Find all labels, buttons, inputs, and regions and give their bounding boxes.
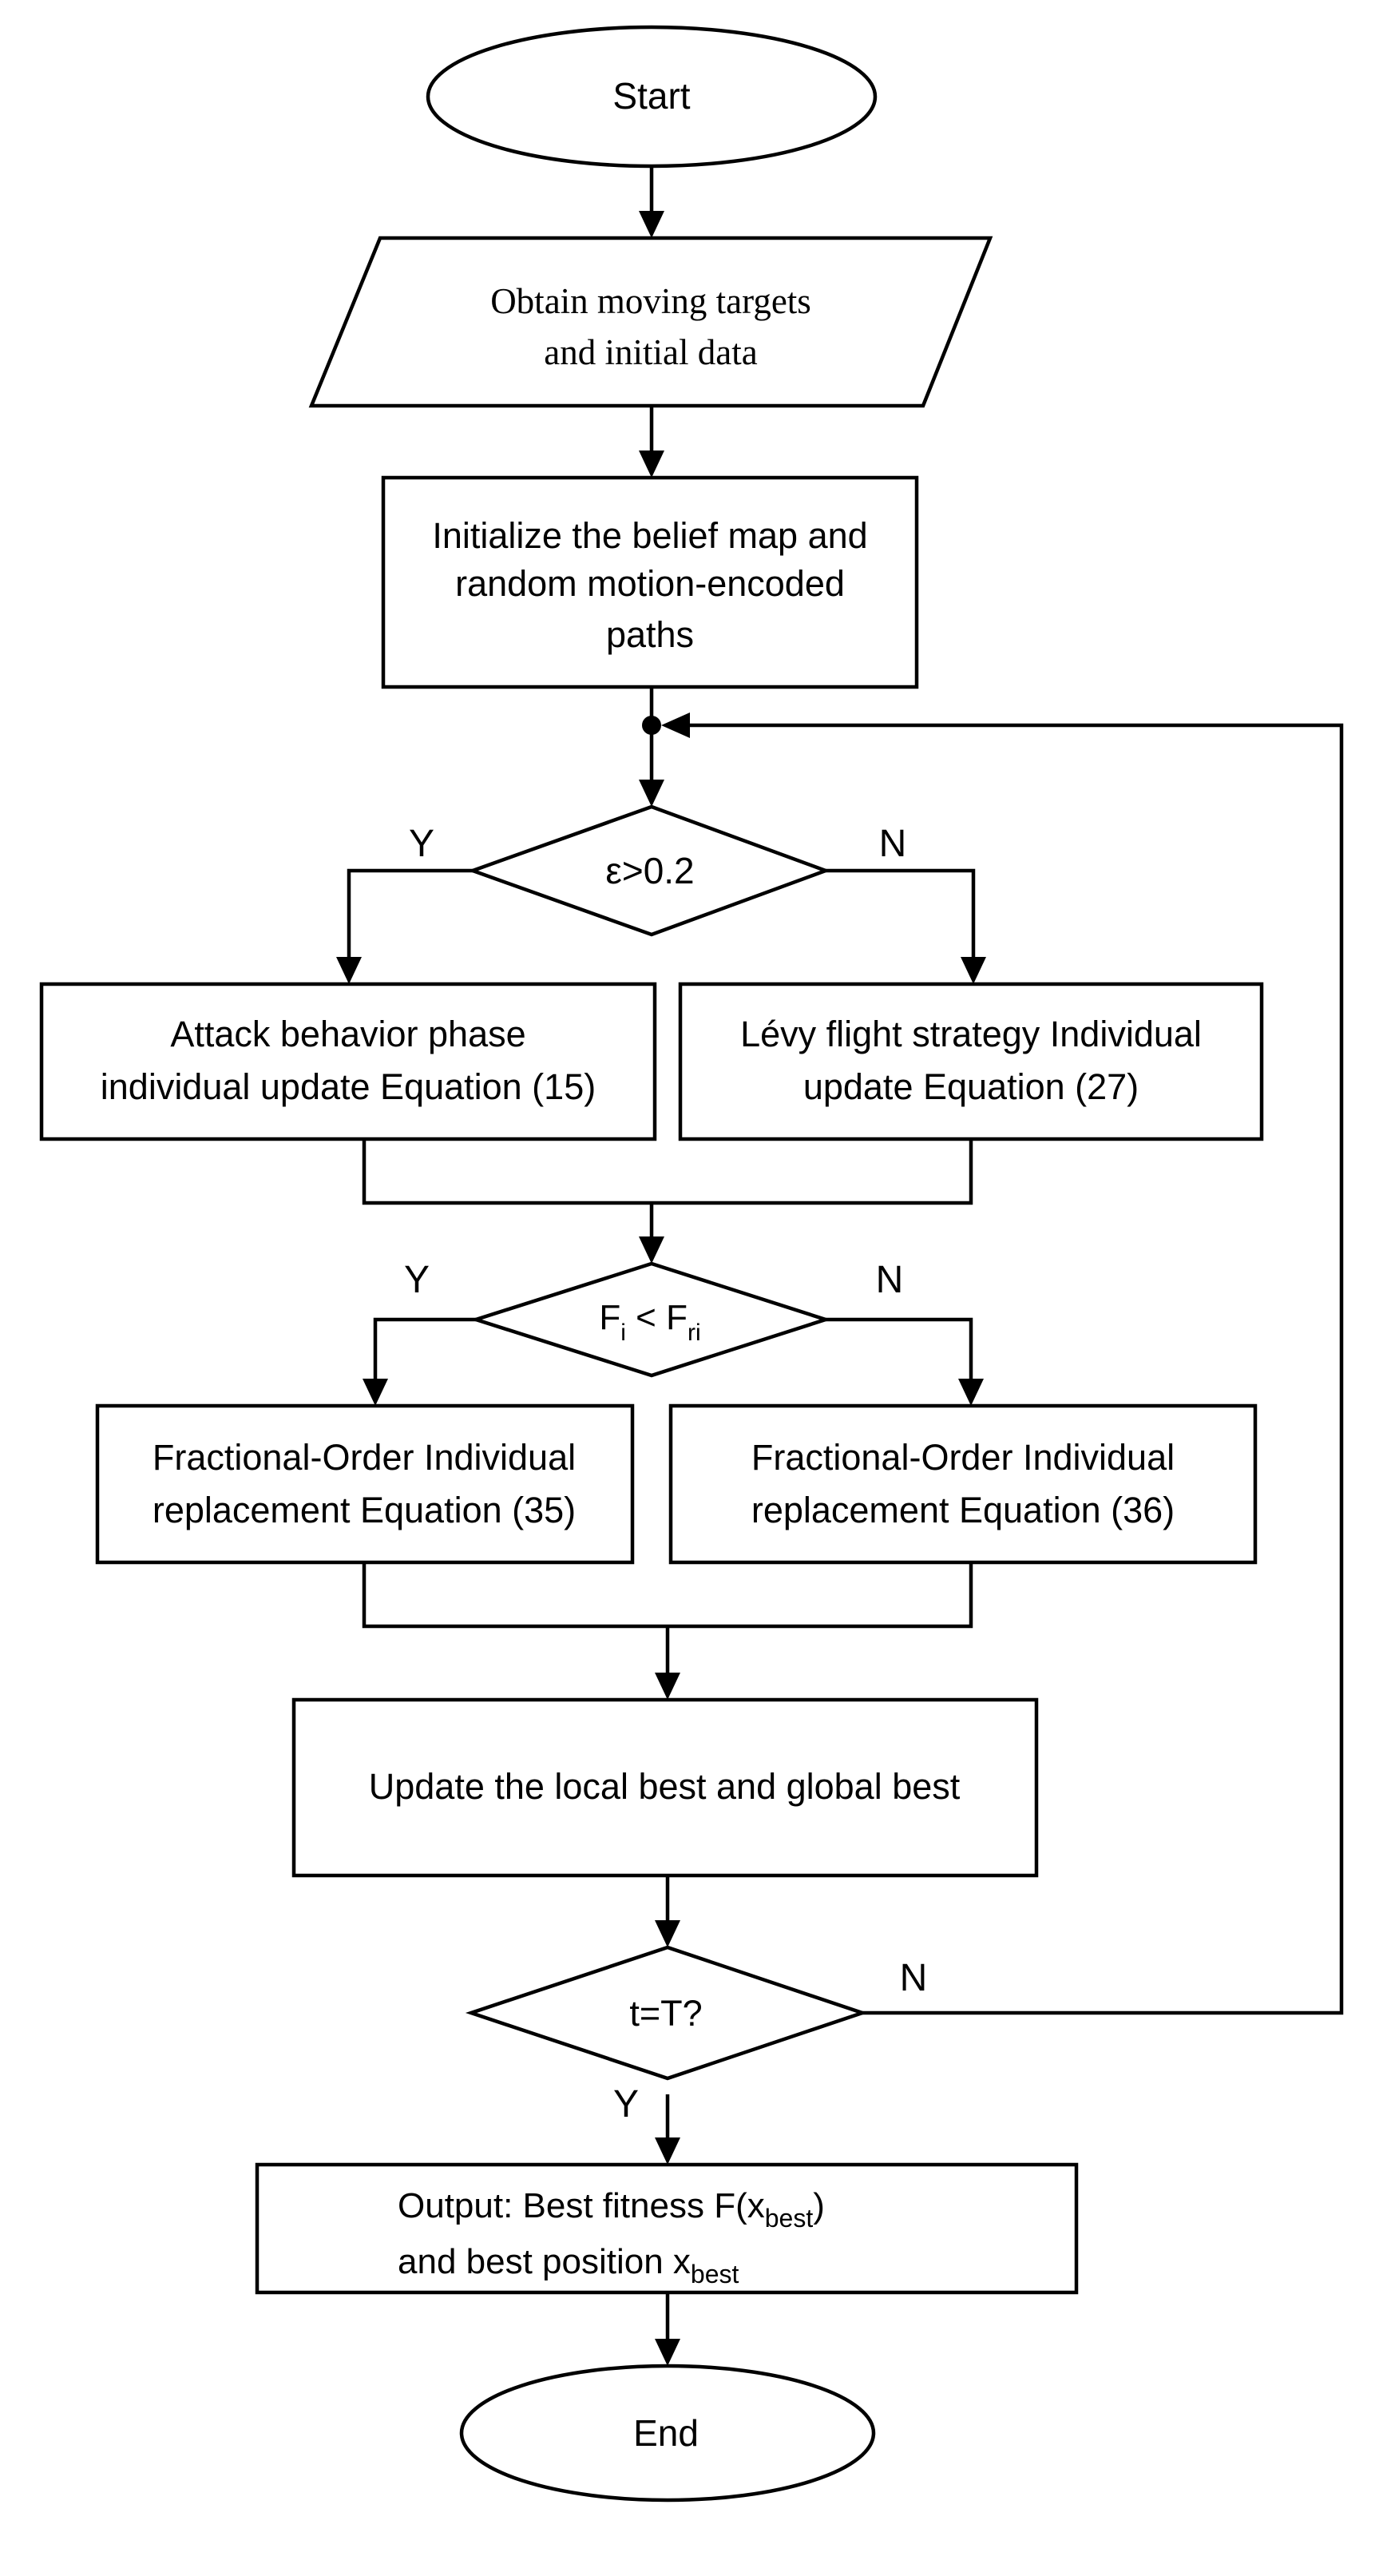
output-label-line1: Output: Best fitness F(xbest) xyxy=(398,2186,825,2233)
decision-fitness-no-label: N xyxy=(876,1259,904,1301)
decision-epsilon-yes-label: Y xyxy=(409,823,434,865)
decision-termination-yes-label: Y xyxy=(613,2083,639,2125)
connector-merge-1 xyxy=(362,1139,973,1205)
connector-decision2-no xyxy=(826,1317,973,1390)
arrowhead-into-decision3 xyxy=(655,1920,680,1947)
connector-decision3-no-loop xyxy=(677,723,1344,2015)
arrowheads xyxy=(336,211,986,2366)
attack-label-line2: individual update Equation (15) xyxy=(101,1066,596,1107)
start-label: Start xyxy=(612,75,690,117)
connector-merge-2 xyxy=(362,1562,973,1629)
arrowhead-into-end xyxy=(655,2339,680,2366)
decision-termination-no-label: N xyxy=(900,1957,928,1999)
end-terminal xyxy=(459,2364,876,2503)
fractional-replacement-36 xyxy=(668,1403,1258,1565)
frac35-label-line2: replacement Equation (35) xyxy=(153,1490,576,1530)
arrowhead-into-update xyxy=(655,1673,680,1700)
start-terminal xyxy=(426,25,878,169)
obtain-label-line2: and initial data xyxy=(544,332,757,372)
connector-decision1-yes xyxy=(347,868,473,968)
arrowhead-into-attack xyxy=(336,957,362,984)
output-result xyxy=(255,2162,1079,2295)
arrowhead-into-decision1 xyxy=(639,780,664,807)
arrowhead-into-obtain xyxy=(639,211,664,238)
obtain-data-input xyxy=(308,236,993,408)
connector-decision2-yes xyxy=(373,1317,476,1390)
decision-fitness-yes-label: Y xyxy=(404,1259,430,1301)
initialize-label-line3: paths xyxy=(606,614,694,655)
frac36-label-line1: Fractional-Order Individual xyxy=(751,1437,1175,1478)
decision-epsilon-label: ε>0.2 xyxy=(605,850,694,891)
decision-termination xyxy=(465,1945,869,2081)
arrowhead-loop-into-junction xyxy=(661,712,690,738)
end-label: End xyxy=(633,2412,699,2454)
initialize-process xyxy=(381,475,919,689)
frac36-label-line2: replacement Equation (36) xyxy=(751,1490,1175,1530)
output-label-line2: and best position xbest xyxy=(398,2242,739,2288)
arrowhead-into-levy xyxy=(961,957,986,984)
decision-fitness-compare xyxy=(470,1261,832,1378)
loop-junction-dot xyxy=(642,716,661,735)
levy-label-line2: update Equation (27) xyxy=(803,1066,1139,1107)
update-best-process xyxy=(291,1697,1039,1878)
connectors xyxy=(347,166,1344,2350)
decision-termination-label: t=T? xyxy=(629,1993,702,2034)
arrowhead-into-initialize xyxy=(639,451,664,478)
levy-label-line1: Lévy flight strategy Individual xyxy=(740,1014,1202,1054)
initialize-label-line1: Initialize the belief map and xyxy=(432,515,867,556)
attack-label-line1: Attack behavior phase xyxy=(170,1014,525,1054)
decision-epsilon-no-label: N xyxy=(879,823,907,865)
arrowhead-into-frac36 xyxy=(958,1379,984,1406)
decision-fitness-compare-label: Fi < Fri xyxy=(599,1298,700,1346)
fractional-replacement-35 xyxy=(95,1403,635,1565)
arrowhead-into-frac35 xyxy=(363,1379,388,1406)
arrowhead-into-output xyxy=(655,2137,680,2165)
arrowhead-into-decision2 xyxy=(639,1236,664,1264)
levy-flight-process xyxy=(678,982,1264,1141)
update-best-label: Update the local best and global best xyxy=(369,1766,961,1807)
attack-behavior-process xyxy=(39,982,657,1141)
connector-decision1-no xyxy=(826,868,976,968)
frac35-label-line1: Fractional-Order Individual xyxy=(153,1437,576,1478)
initialize-label-line2: random motion-encoded xyxy=(455,563,845,604)
obtain-label-line1: Obtain moving targets xyxy=(490,281,811,321)
decision-epsilon xyxy=(467,804,831,937)
